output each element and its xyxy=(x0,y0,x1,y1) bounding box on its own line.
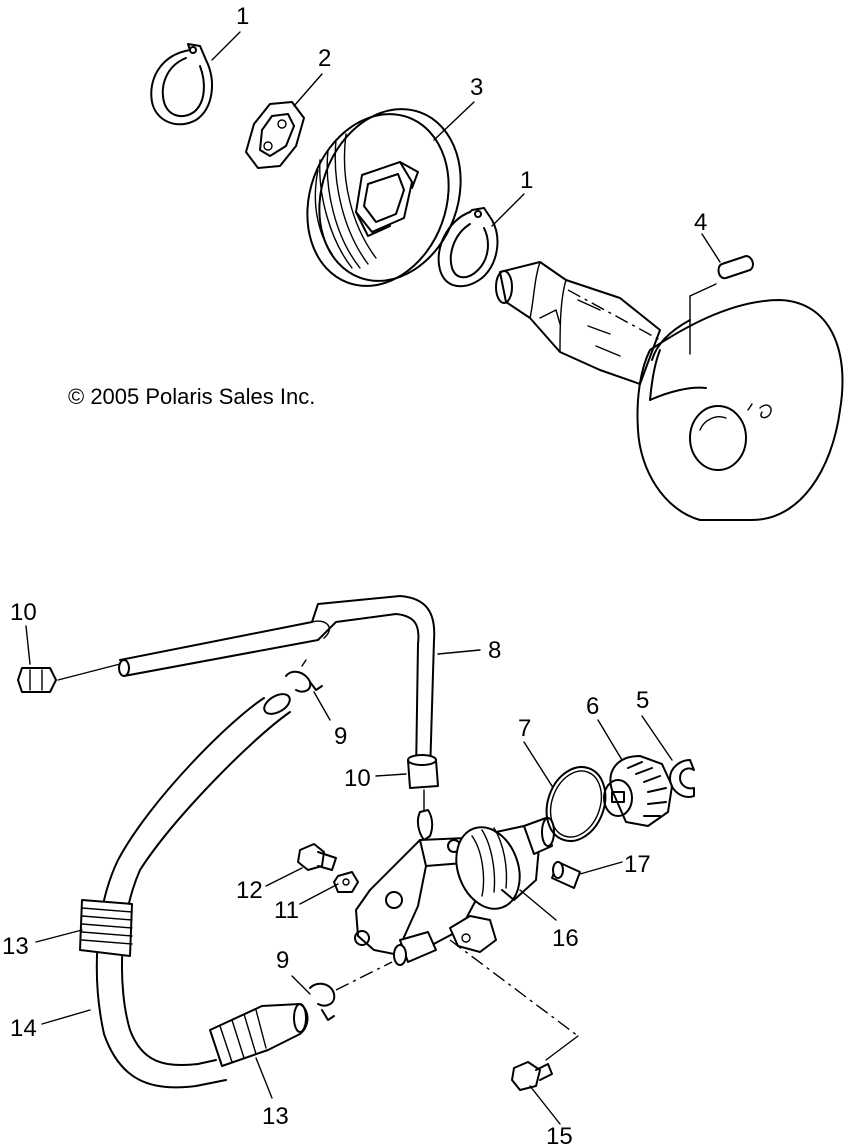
snap-ring-part-1 xyxy=(150,43,213,126)
callout-17: 17 xyxy=(624,851,651,878)
bolt-part-15 xyxy=(511,1061,553,1091)
drive-gear-part-6 xyxy=(603,755,673,827)
callout-9a: 9 xyxy=(334,723,347,750)
callout-11: 11 xyxy=(274,897,299,924)
callout-13b: 13 xyxy=(262,1103,289,1130)
key-plate-part-2 xyxy=(245,101,305,169)
copyright-text: © 2005 Polaris Sales Inc. xyxy=(68,384,315,409)
callout-8: 8 xyxy=(488,637,501,664)
callout-7: 7 xyxy=(518,715,531,742)
fitting-part-10a xyxy=(17,663,121,693)
oil-pump-body xyxy=(354,809,579,1061)
hose-part-8 xyxy=(118,595,436,775)
callout-14: 14 xyxy=(10,1015,37,1042)
pump-shaft-part-16 xyxy=(455,817,555,910)
callout-10b: 10 xyxy=(344,765,371,792)
snap-ring-part-1b xyxy=(437,207,499,288)
callout-13a: 13 xyxy=(2,933,29,960)
e-clip-part-5 xyxy=(669,759,695,798)
callout-labels: 1 2 3 1 4 10 8 9 10 7 6 5 17 12 11 16 13… xyxy=(2,3,707,1147)
callout-9b: 9 xyxy=(276,947,289,974)
callout-3: 3 xyxy=(470,74,483,101)
shaft-and-cover xyxy=(495,261,844,521)
callout-15: 15 xyxy=(546,1123,573,1147)
pulley-part-3 xyxy=(306,108,462,287)
callout-10a: 10 xyxy=(10,599,37,626)
clamp-part-9b xyxy=(309,961,393,1021)
callout-5: 5 xyxy=(636,687,649,714)
callout-1b: 1 xyxy=(520,167,533,194)
callout-2: 2 xyxy=(318,45,331,72)
callout-6: 6 xyxy=(586,693,599,720)
leader-lines xyxy=(25,31,721,1125)
callout-16: 16 xyxy=(552,925,579,952)
bolt-part-12 xyxy=(297,843,337,871)
washer-part-11 xyxy=(333,871,359,893)
callout-12: 12 xyxy=(236,877,263,904)
spring-clamp-part-13b xyxy=(209,1003,309,1067)
callout-1a: 1 xyxy=(236,3,249,30)
clamp-part-9a xyxy=(285,659,323,693)
pin-part-4 xyxy=(689,255,754,355)
pin-part-17 xyxy=(551,861,581,889)
callout-4: 4 xyxy=(694,209,707,236)
o-ring-part-7 xyxy=(545,766,607,842)
spring-clamp-part-13a xyxy=(79,899,133,957)
